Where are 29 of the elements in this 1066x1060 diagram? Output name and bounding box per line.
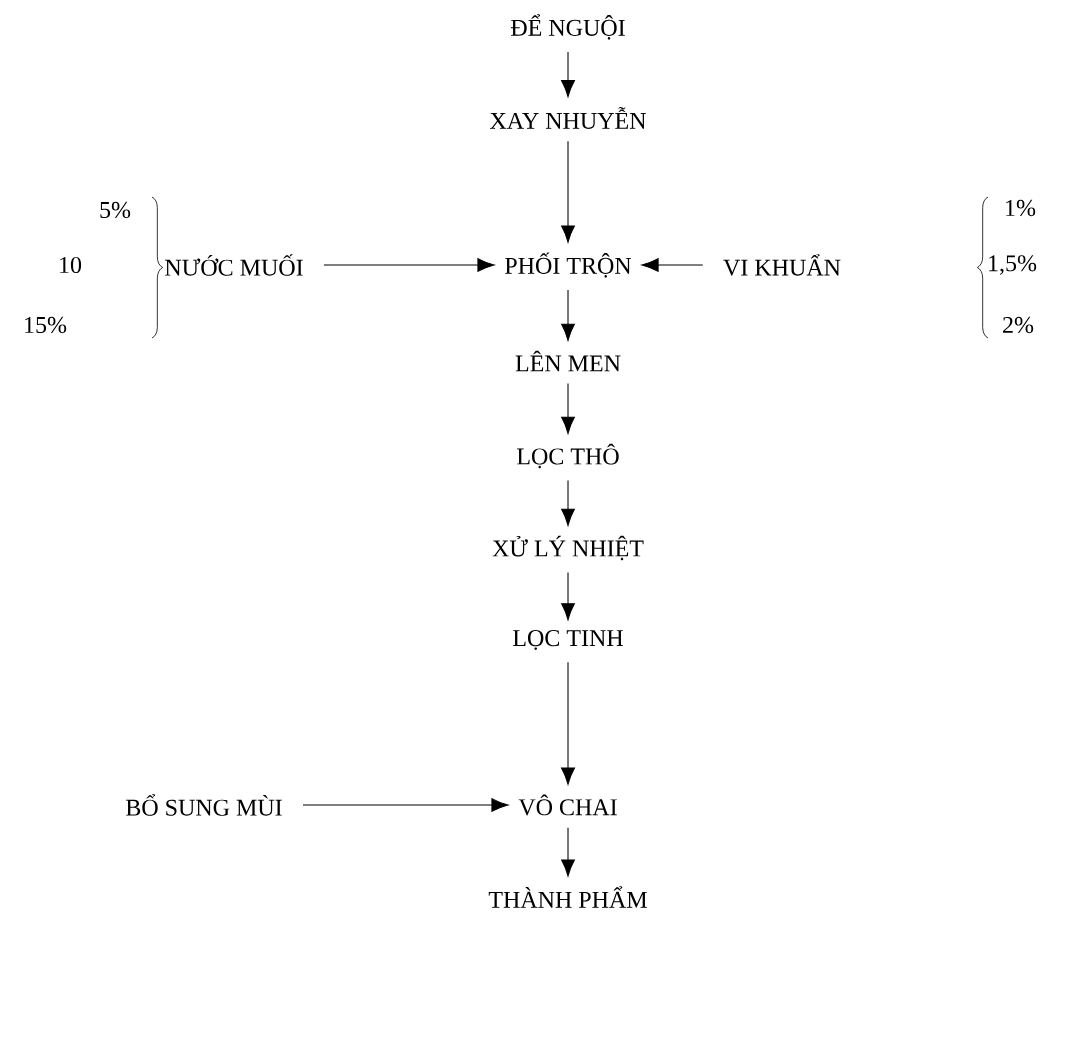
arrow (641, 258, 704, 272)
arrow (561, 661, 575, 785)
step-label: LỌC TINH (513, 630, 623, 650)
arrow (561, 140, 575, 243)
step-label: VI KHUẨN (723, 254, 841, 276)
arrow (302, 798, 509, 812)
percent-label: 1,5% (989, 255, 1037, 275)
step-label: XAY NHUYỄN (489, 107, 646, 129)
arrow (323, 258, 495, 272)
arrow (561, 572, 575, 621)
arrow (561, 827, 575, 877)
percent-label: 2% (1003, 316, 1034, 334)
step-label: XỬ LÝ NHIỆT (492, 535, 644, 561)
step-label: VÔ CHAI (518, 794, 617, 816)
step-label: ĐỂ NGUỘI (511, 14, 625, 40)
percent-label: 5% (100, 201, 131, 219)
arrow (561, 480, 575, 526)
arrow (561, 383, 575, 434)
percent-label: 15% (25, 316, 67, 334)
step-label: LÊN MEN (515, 350, 621, 372)
step-label: BỔ SUNG MÙI (126, 794, 282, 816)
arrow (561, 51, 575, 98)
step-label: PHỐI TRỘN (505, 252, 632, 278)
step-label: NƯỚC MUỐI (165, 254, 303, 276)
percent-label: 10 (60, 256, 82, 274)
step-label: THÀNH PHẨM (488, 886, 647, 908)
arrow (561, 289, 575, 341)
percent-label: 1% (1006, 199, 1036, 217)
step-label: LỌC THÔ (517, 443, 619, 469)
